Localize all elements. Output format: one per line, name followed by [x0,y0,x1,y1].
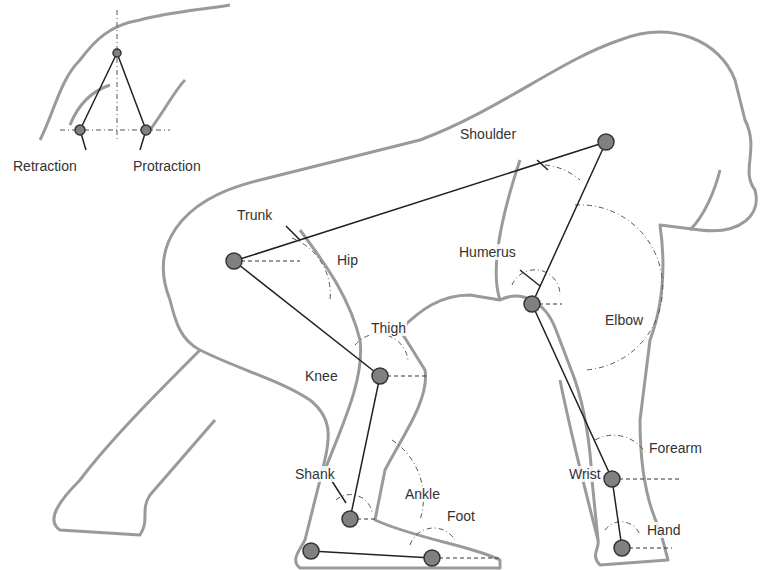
part-label: Trunk [236,207,273,223]
part-label: Elbow [604,312,644,328]
part-label: Hand [646,522,681,538]
part-label: Shank [294,466,336,482]
part-label: Humerus [458,244,517,260]
part-label: Forearm [648,440,703,456]
part-label: Thigh [370,320,407,336]
part-label: Hip [336,252,359,268]
part-label: Knee [304,368,339,384]
part-label: Protraction [132,158,202,174]
part-label: Retraction [12,158,78,174]
part-label: Ankle [404,486,441,502]
part-label: Wrist [568,466,602,482]
part-label: Shoulder [459,126,517,142]
part-label: Foot [446,508,476,524]
